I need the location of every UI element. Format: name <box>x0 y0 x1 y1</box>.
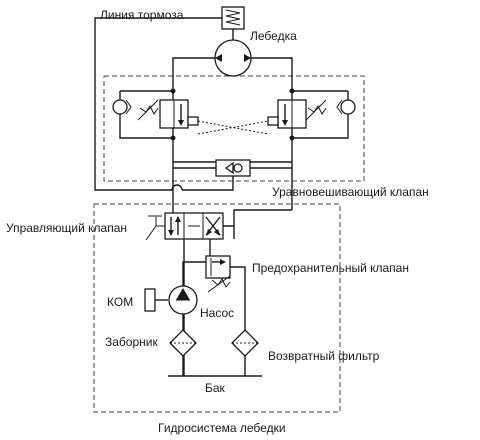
pto-label: КОМ <box>107 295 133 309</box>
control-valve-icon <box>145 212 224 241</box>
control-valve-label: Управляющий клапан <box>6 221 127 235</box>
control-valve-ports <box>172 208 292 376</box>
junction-dot <box>289 88 295 94</box>
tank-label: Бак <box>205 381 226 395</box>
left-relief-spool-icon <box>137 99 199 129</box>
intake-label: Заборник <box>105 335 158 349</box>
pilot-cross-lines <box>197 120 269 135</box>
pump-to-relief-line <box>182 261 206 286</box>
right-check-valve-icon <box>336 99 356 115</box>
relief-valve-label: Предохранительный клапан <box>252 261 409 275</box>
pump-label: Насос <box>200 306 234 320</box>
intake-strainer-icon <box>169 329 197 357</box>
relief-valve-icon <box>205 255 231 293</box>
right-relief-spool-icon <box>267 99 327 129</box>
shuttle-valve-icon <box>215 159 251 177</box>
junction-dot <box>170 88 176 94</box>
brake-cylinder-icon <box>221 6 245 30</box>
pump-icon <box>168 285 198 315</box>
return-filter-label: Возвратный фильтр <box>268 349 380 363</box>
junction-dot <box>170 135 176 141</box>
line-hop <box>171 184 183 191</box>
brake-to-shuttle-line <box>182 176 234 191</box>
left-check-valve-icon <box>112 99 132 115</box>
junction-dot <box>289 135 295 141</box>
winch-motor-icon <box>214 36 252 77</box>
return-filter-icon <box>231 329 259 357</box>
hydraulic-system-boundary <box>93 203 341 413</box>
winch-label: Лебедка <box>250 29 297 43</box>
pto-icon <box>144 288 168 312</box>
system-caption: Гидросистема лебедки <box>158 421 286 435</box>
brake-line <box>94 17 234 191</box>
brake-line-label: Линия тормоза <box>100 8 184 22</box>
counterbalance-valve-label: Уравновешивающий клапан <box>272 185 429 199</box>
relief-return-line <box>230 266 246 376</box>
